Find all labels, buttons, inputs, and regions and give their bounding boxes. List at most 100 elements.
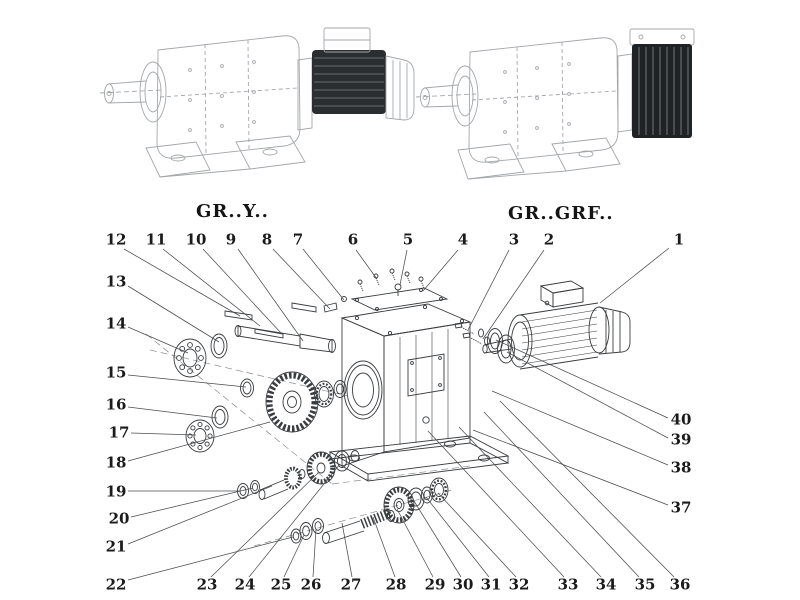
callout-37: 37 [670, 498, 692, 517]
bearing-mid [314, 380, 334, 408]
helical-gear-intermediate [306, 451, 336, 485]
flange-bolts [454, 322, 490, 346]
callout-6: 6 [347, 230, 359, 249]
leader-line-20 [130, 487, 254, 518]
callout-32: 32 [508, 575, 530, 594]
callout-27: 27 [340, 575, 362, 594]
callout-30: 30 [452, 575, 474, 594]
top-cover [350, 287, 449, 311]
leader-line-39 [506, 351, 669, 439]
base-flange [328, 435, 510, 482]
ring-input [407, 487, 425, 511]
leader-line-24 [248, 463, 341, 578]
leader-line-22 [127, 536, 294, 581]
leader-line-2 [482, 249, 545, 340]
fan-cover-iso [385, 55, 415, 121]
gear-housing [340, 303, 472, 467]
output-boss-iso [139, 61, 167, 123]
callout-25: 25 [270, 575, 292, 594]
callout-33: 33 [557, 575, 579, 594]
helical-gear-large [265, 371, 319, 433]
leader-line-38 [491, 390, 669, 466]
variant-label-gr-grf: GR..GRF.. [508, 203, 614, 224]
callout-36: 36 [669, 575, 691, 594]
callout-29: 29 [424, 575, 446, 594]
variant-label-gr-y: GR..Y.. [196, 201, 269, 222]
callout-1: 1 [673, 230, 685, 249]
callout-26: 26 [300, 575, 322, 594]
leader-line-25 [283, 534, 305, 578]
ball-bearing-top [173, 338, 207, 378]
leader-line-10 [202, 248, 282, 334]
leader-line-40 [495, 339, 669, 419]
assembled-view-gr-y [99, 27, 415, 178]
callout-8: 8 [261, 230, 273, 249]
leader-line-28 [372, 516, 396, 578]
motor-adapter-iso [297, 57, 313, 131]
output-shaft [234, 325, 336, 353]
callout-17: 17 [108, 423, 130, 442]
bolt-pattern [188, 60, 256, 132]
output-boss-iso [451, 65, 479, 127]
leader-line-31 [425, 496, 490, 578]
electric-motor [482, 280, 631, 370]
leader-line-3 [467, 249, 510, 331]
callout-35: 35 [634, 575, 656, 594]
brake-cover-iso [629, 28, 695, 138]
oil-seal [210, 333, 228, 359]
mounting-feet-iso [457, 137, 621, 180]
leader-line-14 [127, 326, 189, 354]
dowel-pin [323, 296, 347, 313]
callout-7: 7 [292, 230, 304, 249]
gear-housing-iso [468, 37, 619, 163]
bolt-pattern [503, 62, 571, 134]
leader-line-27 [341, 522, 353, 578]
terminal-box [539, 280, 585, 308]
leader-line-26 [312, 528, 317, 578]
leader-line-17 [130, 432, 197, 436]
cover-screws [357, 268, 425, 296]
callout-31: 31 [480, 575, 502, 594]
leader-line-34 [458, 426, 602, 578]
leader-line-8 [272, 248, 331, 310]
leader-line-18 [127, 421, 271, 462]
callout-34: 34 [595, 575, 617, 594]
bearing-input [429, 477, 449, 503]
spacer-ring [240, 378, 254, 398]
leader-line-37 [472, 429, 669, 506]
pinion-shaft [258, 466, 306, 500]
callout-12: 12 [105, 230, 127, 249]
callout-15: 15 [105, 363, 127, 382]
leader-line-21 [127, 485, 273, 545]
leader-line-6 [355, 249, 378, 280]
callout-20: 20 [108, 509, 130, 528]
leader-line-35 [483, 411, 640, 578]
callout-24: 24 [234, 575, 256, 594]
callout-9: 9 [225, 230, 237, 249]
motor-body-iso [312, 50, 386, 114]
callout-38: 38 [670, 458, 692, 477]
washer-mid [333, 380, 347, 398]
leader-lines [123, 247, 675, 581]
callout-2: 2 [543, 230, 555, 249]
callout-39: 39 [670, 430, 692, 449]
callout-19: 19 [105, 482, 127, 501]
leader-line-29 [396, 508, 434, 578]
leader-line-7 [302, 248, 345, 301]
callout-3: 3 [508, 230, 520, 249]
output-shaft-iso [104, 80, 147, 104]
callout-40: 40 [670, 410, 692, 429]
assembled-view-gr-grf [415, 28, 695, 180]
motor-fins [521, 309, 598, 365]
leader-line-16 [127, 406, 218, 419]
callout-16: 16 [105, 395, 127, 414]
mounting-feet-iso [145, 135, 306, 178]
callout-18: 18 [105, 453, 127, 472]
leader-line-1 [599, 247, 670, 304]
callout-11: 11 [145, 230, 167, 249]
inspection-plate [407, 353, 445, 397]
leader-line-4 [422, 249, 459, 292]
shaft-centerline [415, 93, 477, 98]
